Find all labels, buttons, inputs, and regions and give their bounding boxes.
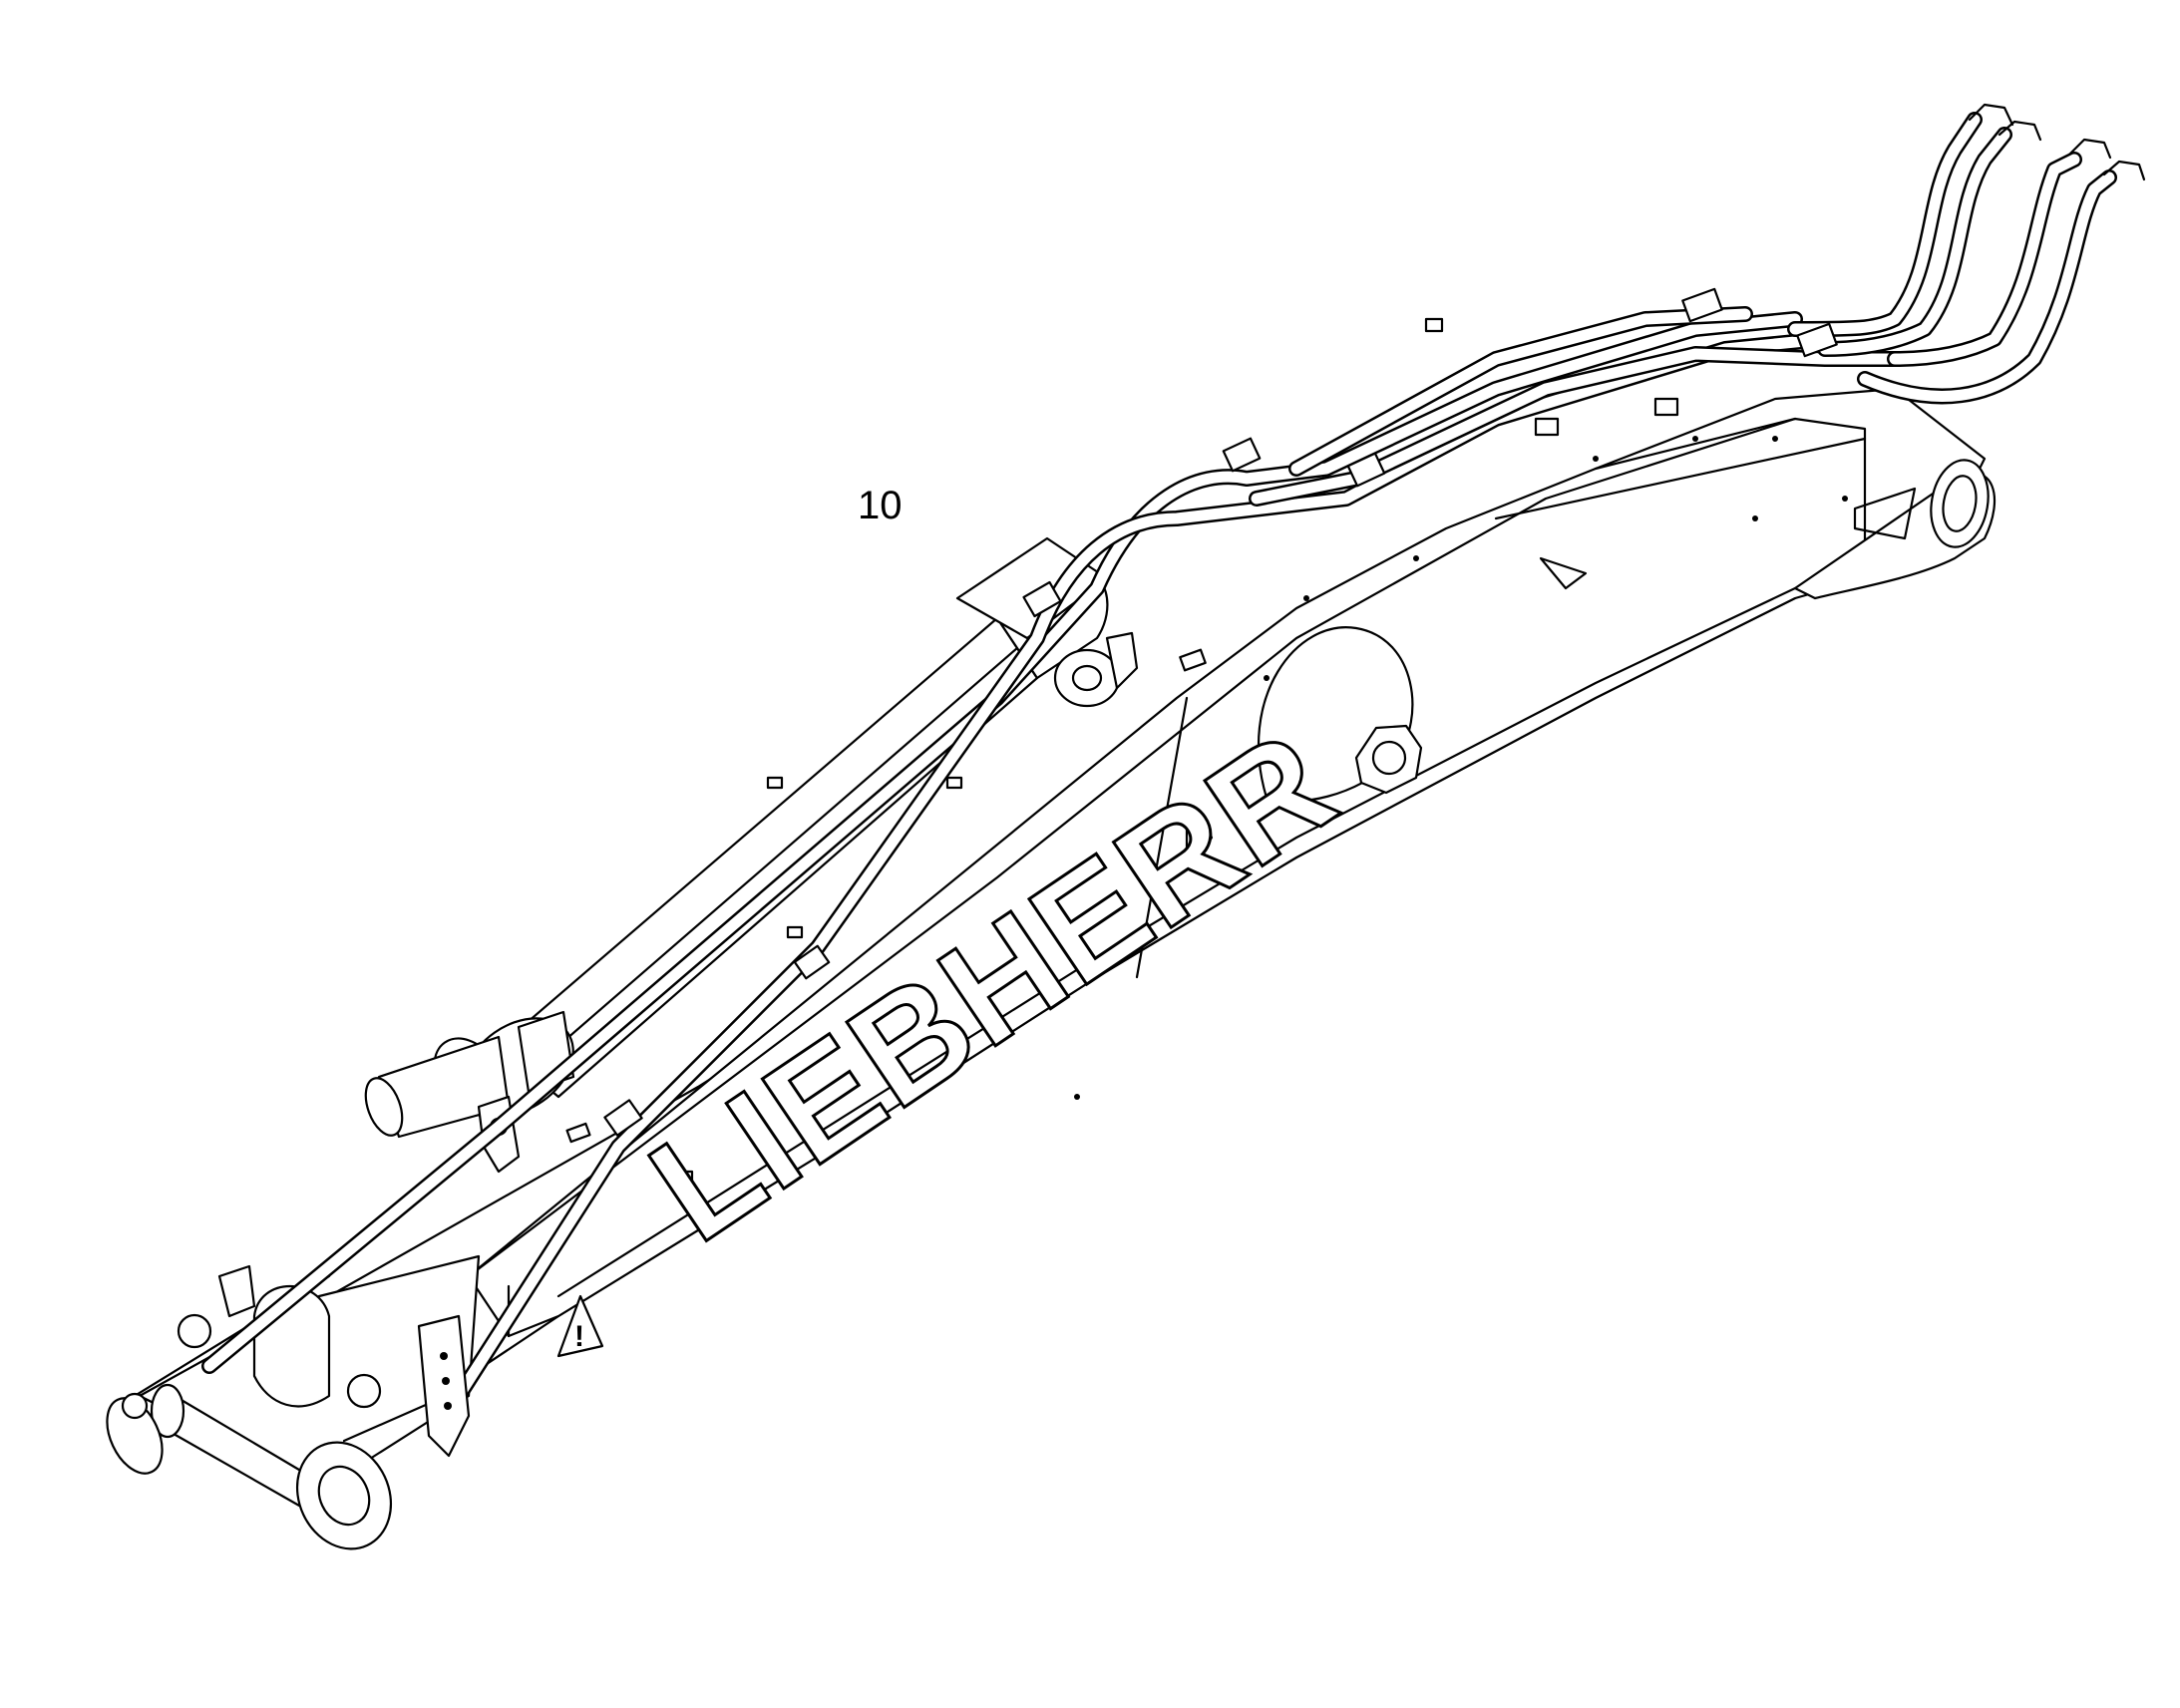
warning-triangle-icon: ! bbox=[556, 1294, 604, 1358]
boom-body bbox=[138, 387, 1997, 1478]
warning-symbol: ! bbox=[574, 1320, 584, 1353]
detail-marks bbox=[565, 317, 1848, 1184]
tip-brackets bbox=[217, 1264, 471, 1458]
boom-tip bbox=[106, 1254, 481, 1550]
side-boss bbox=[1257, 626, 1423, 803]
hydraulic-cylinder bbox=[364, 536, 1139, 1174]
hose-fittings bbox=[121, 103, 2146, 1420]
callout-label-10: 10 bbox=[858, 484, 903, 527]
brand-lettering: LIEBHERR bbox=[622, 698, 1363, 1273]
hydraulic-hoses bbox=[201, 112, 2117, 1404]
